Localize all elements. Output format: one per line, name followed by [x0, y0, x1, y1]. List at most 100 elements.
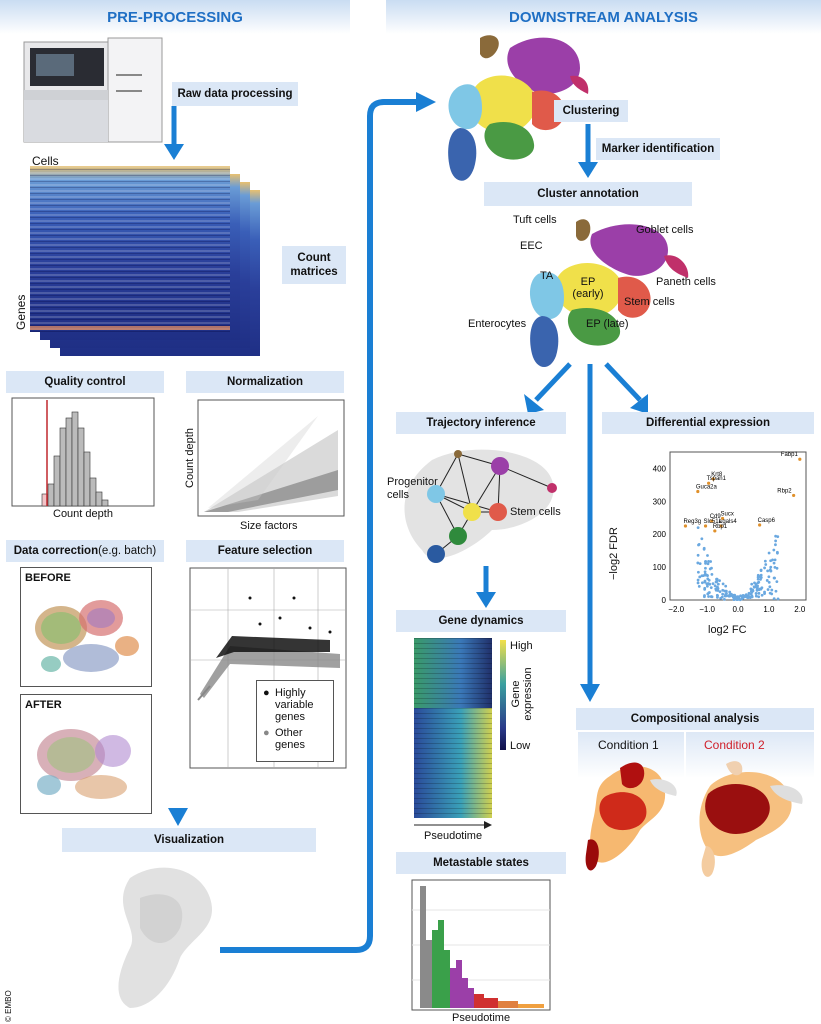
volcano-gene-label: Casp6	[758, 518, 776, 524]
volcano-xtick: 0.0	[732, 605, 744, 614]
volcano-gene-label: Sucx	[721, 511, 734, 517]
volcano-point	[772, 597, 776, 601]
sequencer-machine-icon	[23, 37, 163, 143]
volcano-point	[759, 577, 762, 581]
arrow-to-compositional-icon	[580, 364, 600, 702]
annotated-umap	[529, 219, 689, 368]
clustering-box: Clustering	[554, 100, 628, 122]
volcano-point	[750, 595, 754, 599]
volcano-point	[698, 562, 702, 565]
volcano-point	[716, 587, 720, 591]
volcano-point	[757, 575, 761, 579]
gene-expression-colorbar	[500, 640, 506, 750]
volcano-xtick: 1.0	[763, 605, 775, 614]
volcano-point	[696, 526, 700, 529]
volcano-point	[702, 546, 706, 550]
legend-other-label: Other genes	[275, 727, 305, 751]
volcano-gene-label: Cd9	[710, 514, 722, 520]
pseudotime-arrow-icon	[414, 821, 492, 829]
volcano-point	[776, 551, 779, 555]
volcano-point	[718, 590, 722, 594]
volcano-point	[735, 598, 739, 601]
volcano-xtick: −2.0	[668, 605, 684, 614]
raw-data-processing-box: Raw data processing	[172, 82, 298, 106]
annot-ep-early: EP (early)	[572, 276, 604, 300]
volcano-point	[701, 574, 705, 578]
volcano-point	[705, 584, 709, 588]
normalization-box: Normalization	[186, 371, 344, 393]
size-factors-label: Size factors	[240, 520, 298, 532]
volcano-gene-point	[710, 519, 714, 523]
volcano-point	[750, 582, 754, 586]
volcano-point	[696, 581, 700, 585]
volcano-point	[753, 581, 756, 585]
volcano-point	[728, 594, 732, 598]
before-umap	[35, 600, 139, 672]
volcano-ytick: 400	[653, 464, 667, 473]
volcano-gene-point	[798, 457, 802, 461]
volcano-point	[763, 559, 767, 563]
volcano-point	[703, 594, 706, 597]
volcano-point	[721, 588, 725, 592]
data-correction-title: Data correction	[13, 545, 99, 557]
volcano-point	[747, 594, 750, 598]
volcano-frame	[669, 451, 807, 601]
volcano-point	[768, 585, 772, 589]
volcano-point	[706, 592, 710, 596]
volcano-point	[774, 589, 778, 593]
volcano-ytick: 0	[662, 596, 667, 605]
volcano-xtick: −1.0	[699, 605, 715, 614]
data-correction-box: Data correction (e.g. batch)	[6, 540, 164, 562]
volcano-point	[703, 579, 707, 583]
volcano-gene-label: Rbp1	[713, 524, 728, 530]
volcano-ytick: 300	[653, 497, 667, 506]
volcano-point	[756, 577, 760, 581]
volcano-point	[763, 566, 766, 570]
volcano-point	[751, 589, 755, 593]
volcano-point	[734, 595, 738, 599]
volcano-gene-label: Guca2a	[696, 484, 718, 490]
volcano-point	[757, 580, 761, 584]
pseudotime-label-1: Pseudotime	[424, 830, 483, 842]
volcano-point	[707, 578, 711, 582]
marker-identification-box: Marker identification	[596, 138, 720, 160]
visualization-umap	[118, 867, 213, 1008]
volcano-point	[776, 535, 780, 539]
volcano-point	[703, 572, 707, 576]
volcano-point	[771, 558, 774, 562]
volcano-point	[703, 570, 707, 574]
volcano-point	[697, 543, 701, 546]
trajectory-inference-box: Trajectory inference	[396, 412, 566, 434]
annot-stem-cells: Stem cells	[624, 296, 675, 308]
genes-label: Genes	[14, 294, 28, 330]
normalization-scatter	[197, 399, 345, 517]
volcano-point	[724, 589, 728, 593]
before-correction-panel: BEFORE	[20, 567, 152, 687]
count-matrix-heatmap	[30, 166, 260, 356]
volcano-point	[723, 594, 727, 598]
volcano-point	[708, 582, 712, 586]
pre-processing-connector-arrow	[168, 370, 188, 826]
volcano-ytick: 200	[653, 530, 667, 539]
feature-legend: ● Highly variable genes ● Other genes	[256, 680, 334, 762]
volcano-gene-point	[696, 489, 700, 494]
volcano-xtick: 2.0	[794, 605, 806, 614]
volcano-point	[776, 597, 780, 601]
volcano-gene-label: Krt8	[711, 472, 723, 478]
volcano-point	[706, 562, 710, 566]
differential-expression-box: Differential expression	[602, 412, 814, 434]
gene-dynamics-heatmap	[414, 638, 492, 818]
arrow-down-icon	[476, 566, 496, 608]
volcano-point	[772, 576, 776, 580]
volcano-point	[757, 591, 761, 595]
volcano-point	[706, 582, 709, 586]
volcano-point	[696, 553, 700, 557]
annot-tuft-cells: Tuft cells	[513, 214, 557, 226]
volcano-point	[706, 554, 709, 557]
volcano-xlabel: log2 FC	[708, 624, 747, 636]
volcano-point	[709, 586, 713, 590]
trajectory-graph	[404, 449, 557, 563]
volcano-point	[752, 585, 756, 589]
condition-1-density	[585, 762, 677, 871]
